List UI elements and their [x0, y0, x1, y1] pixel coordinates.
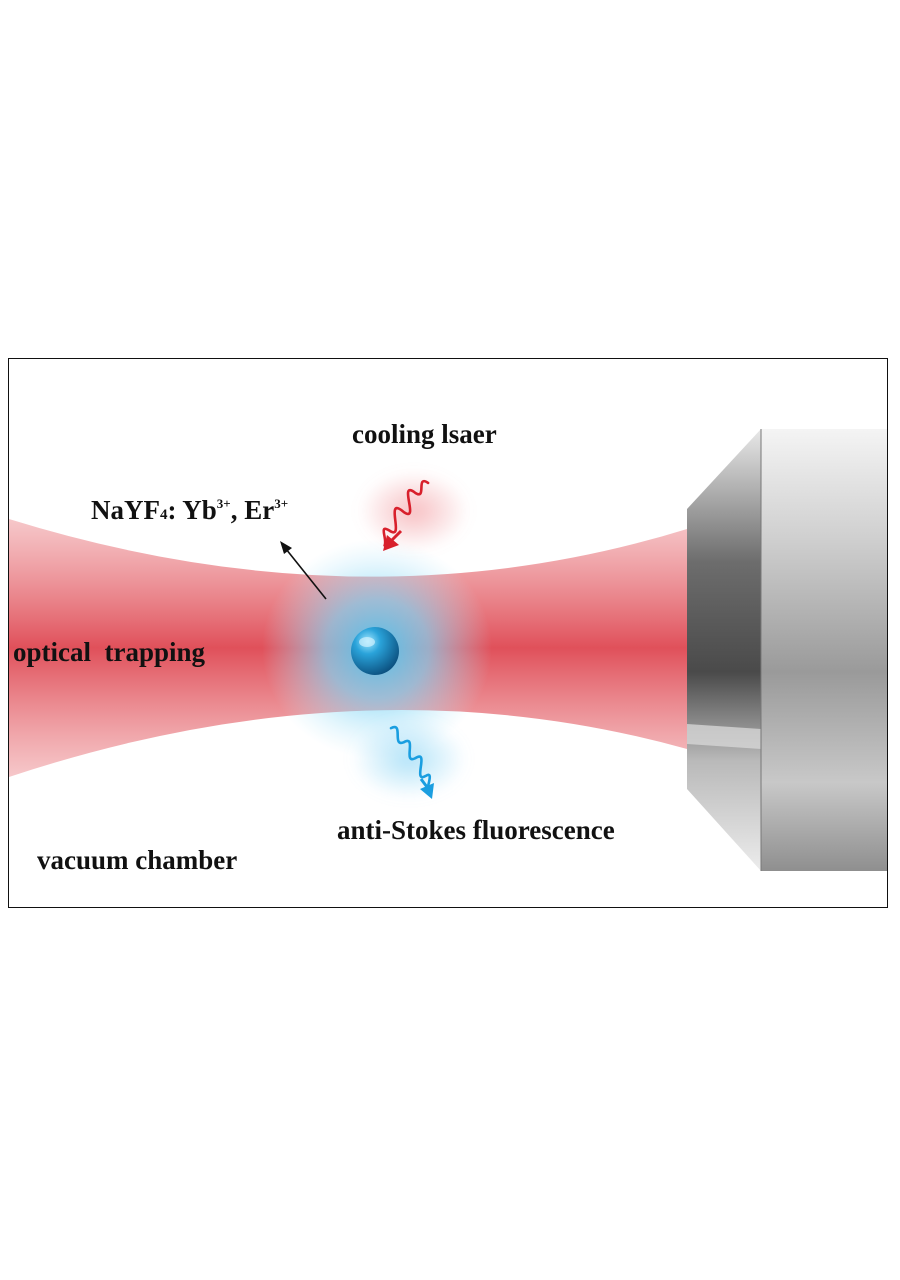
formula-dopant1: : Yb: [167, 495, 217, 525]
blue-wave-packet-arrow-icon: [351, 719, 467, 799]
thin-arrow-icon: [280, 541, 327, 600]
formula-separator: , Er: [230, 495, 275, 525]
sphere-icon: [351, 627, 399, 675]
objective-lens-icon: [687, 429, 887, 871]
diagram-frame: cooling lsaer NaYF4: Yb3+, Er3+ optical …: [8, 358, 888, 908]
cooling-laser-label: cooling lsaer: [352, 419, 497, 449]
vacuum-chamber-label: vacuum chamber: [37, 845, 238, 875]
formula-dopant1-charge: 3+: [216, 496, 231, 511]
trapping-scene: [9, 429, 887, 871]
formula-host: NaYF: [91, 495, 160, 525]
anti-stokes-label: anti-Stokes fluorescence: [337, 815, 615, 845]
particle-formula-label: NaYF4: Yb3+, Er3+: [91, 497, 288, 524]
optical-trapping-label: optical trapping: [13, 637, 206, 667]
formula-host-subscript: 4: [160, 507, 168, 523]
formula-dopant2-charge: 3+: [274, 496, 289, 511]
red-wave-packet-arrow-icon: [359, 471, 469, 551]
